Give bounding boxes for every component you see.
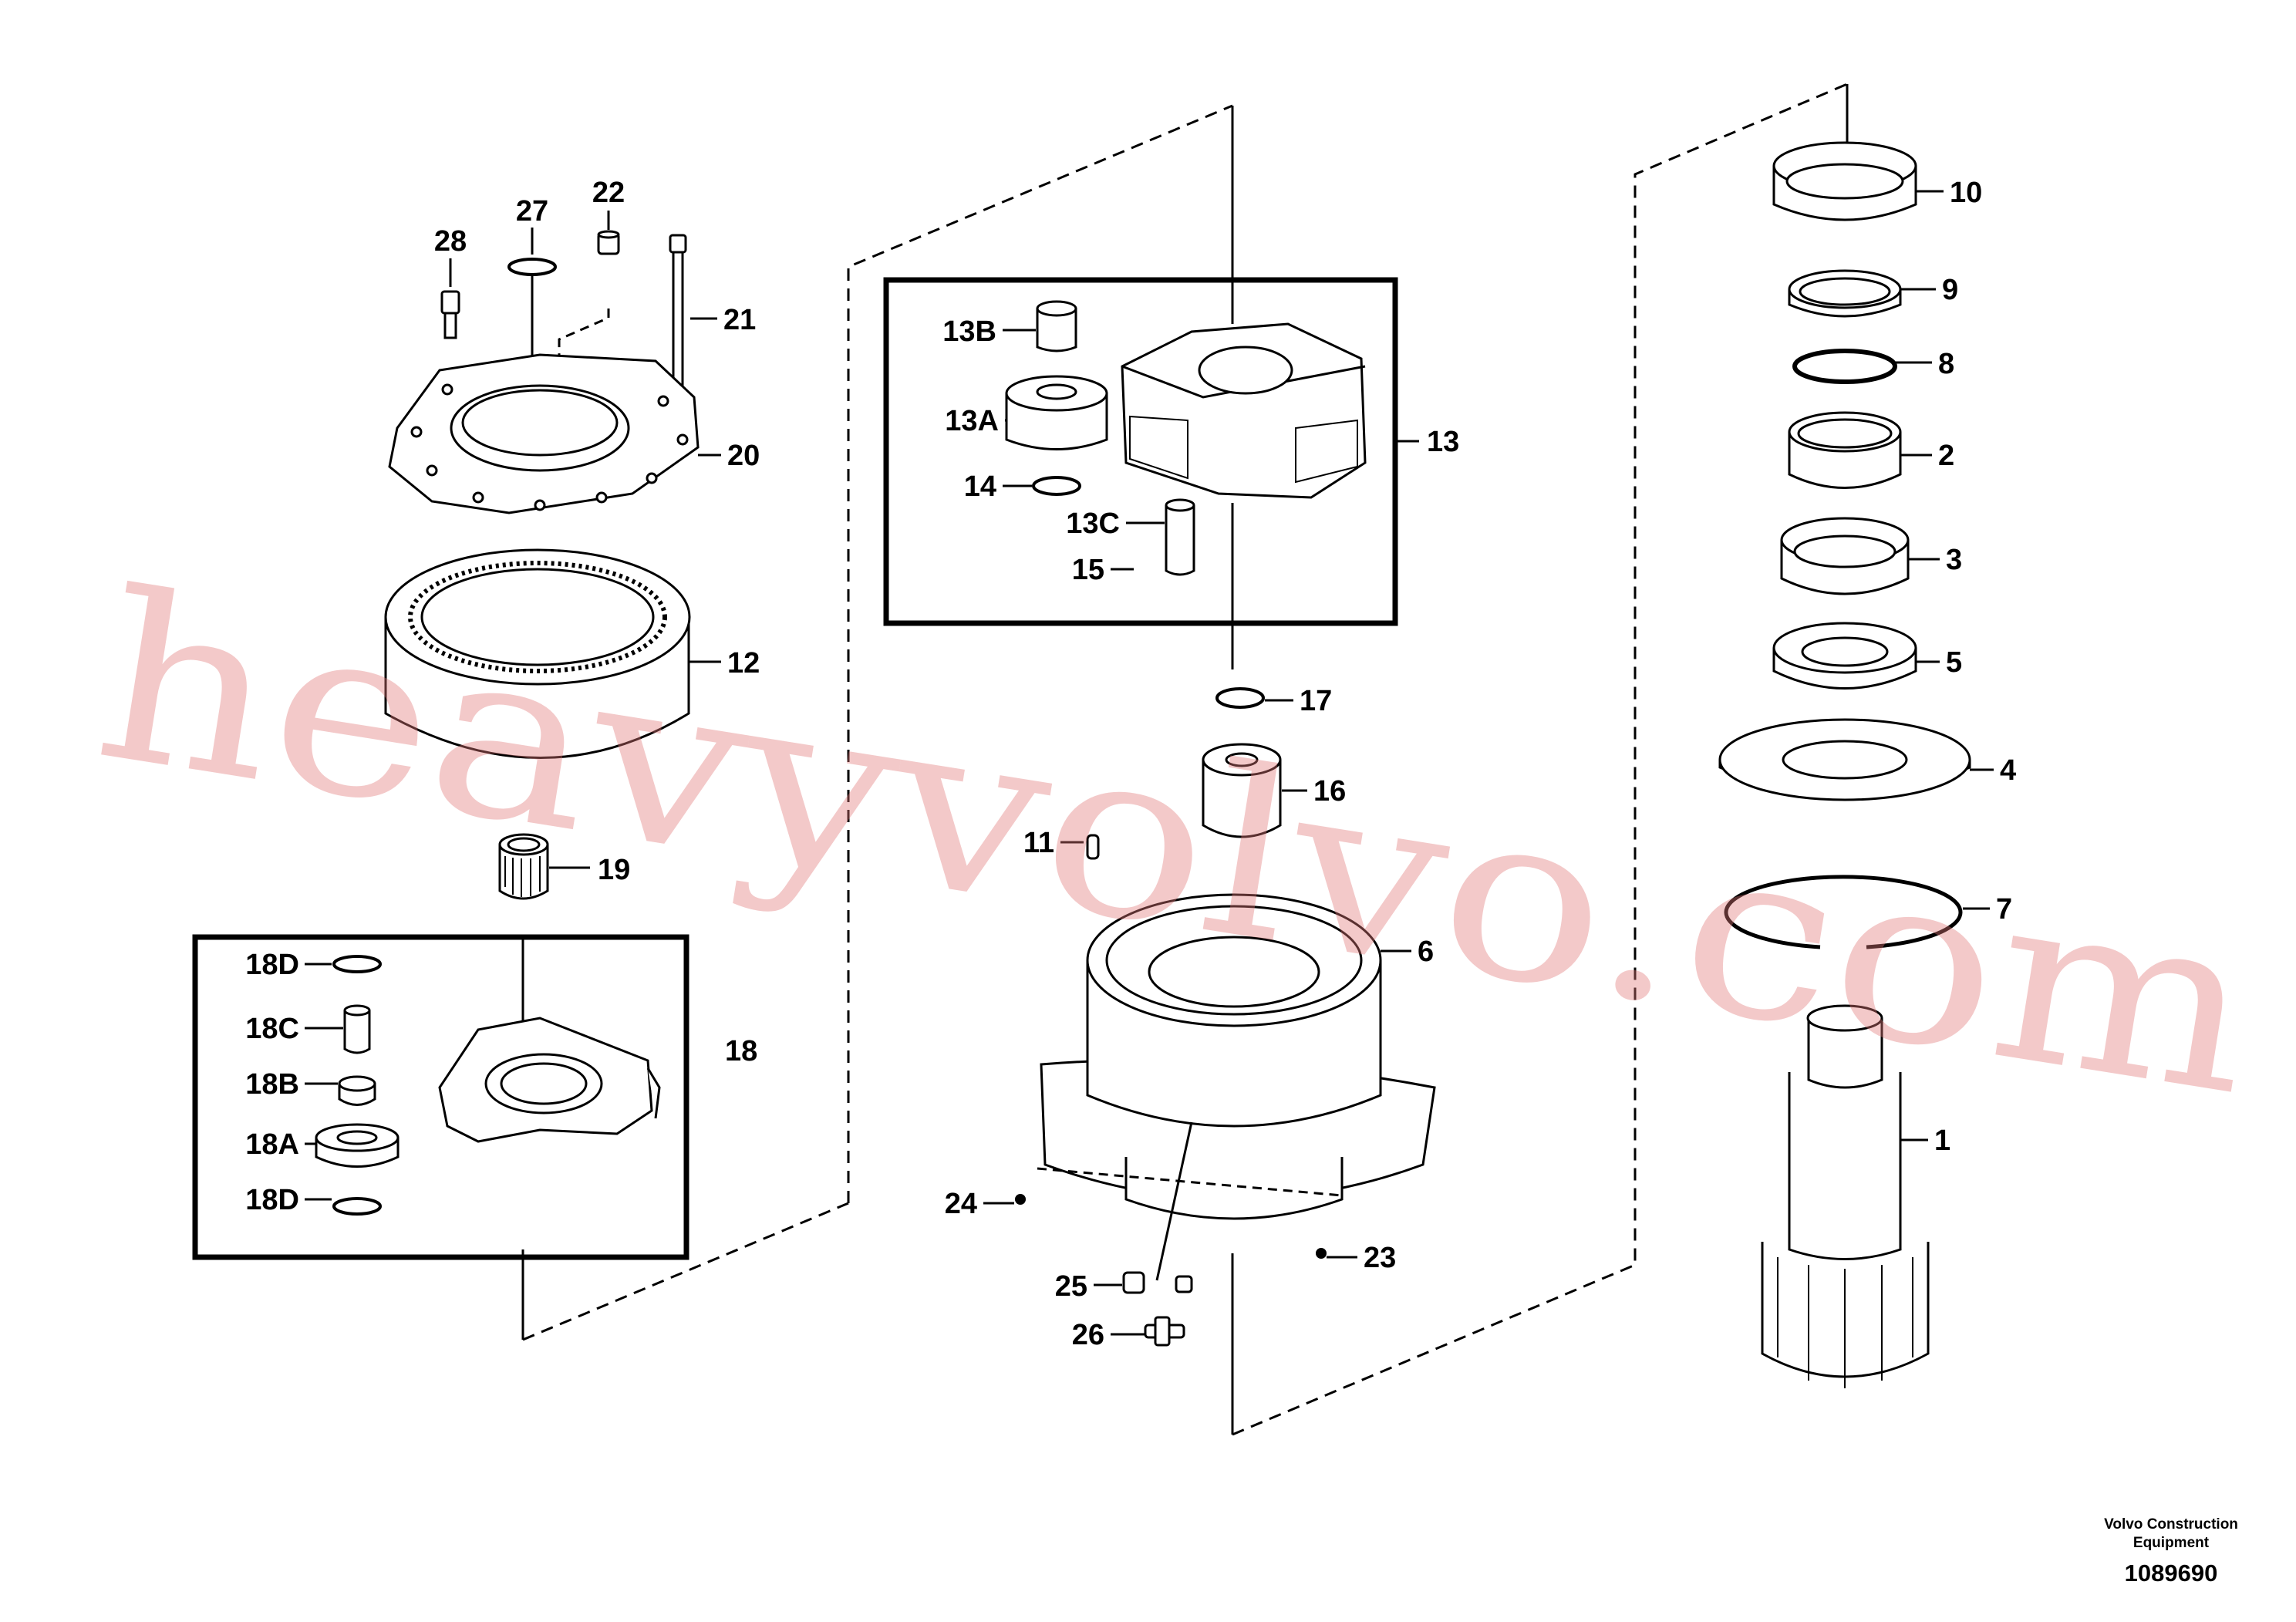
footer-company-line1: Volvo Construction [2104, 1516, 2238, 1533]
part-5-seal [1772, 622, 1917, 690]
part-26-nipple [1144, 1316, 1185, 1347]
part-28-bolt [440, 290, 460, 339]
part-1-pinion-shaft [1761, 1004, 1930, 1388]
part-25-fitting [1122, 1271, 1193, 1294]
footer-block: Volvo Construction Equipment 1089690 [2104, 1516, 2238, 1587]
callout-11: 11 [1023, 827, 1054, 859]
callout-18B: 18B [245, 1068, 299, 1101]
part-20-cover-plate [388, 353, 700, 514]
planet-gear-detail-box [192, 934, 689, 1260]
part-27-oring [507, 258, 557, 276]
callout-17: 17 [1300, 685, 1332, 717]
callout-14: 14 [964, 470, 996, 503]
callout-12: 12 [727, 647, 760, 679]
part-17-washer [1215, 687, 1265, 709]
callout-27: 27 [516, 195, 548, 228]
callout-9: 9 [1942, 274, 1958, 306]
footer-company-line2: Equipment [2133, 1535, 2210, 1551]
callout-5: 5 [1946, 646, 1962, 679]
part-10-bearing [1772, 141, 1917, 221]
part-18B-bearing [338, 1075, 376, 1106]
callout-24: 24 [945, 1188, 977, 1220]
part-19-small-gear [498, 833, 549, 900]
callout-16: 16 [1313, 775, 1346, 808]
part-8-snap-ring [1792, 349, 1897, 384]
part-11-pin [1086, 834, 1100, 860]
part-18-carrier [438, 1017, 661, 1143]
callout-10: 10 [1950, 177, 1982, 209]
callout-15: 15 [1072, 554, 1104, 586]
part-21-long-bolt [669, 234, 687, 393]
callout-18C: 18C [245, 1013, 299, 1045]
callout-2: 2 [1938, 440, 1954, 472]
part-13A-gear [1005, 375, 1108, 450]
callout-26: 26 [1072, 1319, 1104, 1351]
callout-19: 19 [598, 854, 630, 886]
group-boundaries [522, 83, 1848, 1436]
part-18C-pin [343, 1004, 371, 1054]
part-3-bearing [1780, 517, 1910, 595]
callout-labels: 28 27 22 21 20 12 19 18D 18C 18B 18A 18D… [245, 177, 2016, 1351]
callout-7: 7 [1996, 893, 2012, 926]
callout-28: 28 [434, 225, 467, 258]
axis-lines [521, 84, 1849, 1435]
callout-18: 18 [725, 1035, 757, 1067]
callout-20: 20 [727, 440, 760, 472]
part-13B-bushing [1036, 300, 1077, 352]
part-18D-washer-top [332, 955, 382, 973]
part-12-ring-gear [384, 548, 691, 759]
part-23-fitting [1316, 1248, 1327, 1259]
callout-8: 8 [1938, 348, 1954, 380]
part-13-planet-carrier [1121, 322, 1367, 499]
callout-3: 3 [1946, 544, 1962, 576]
part-9-ring [1788, 269, 1902, 318]
callout-13B: 13B [942, 315, 996, 348]
part-7-snap-ring [1724, 875, 1963, 949]
callout-22: 22 [592, 177, 625, 209]
part-24-fitting [1015, 1194, 1026, 1205]
part-14-washer [1032, 476, 1081, 496]
center-group-boundary-left [847, 104, 1233, 1203]
callout-13A: 13A [945, 405, 999, 437]
planet-carrier-detail-box [883, 277, 1398, 626]
leader-lines [305, 190, 1994, 1336]
callout-1: 1 [1934, 1125, 1950, 1157]
callout-25: 25 [1055, 1270, 1087, 1303]
callout-18A: 18A [245, 1128, 299, 1161]
callout-21: 21 [723, 304, 756, 336]
part-2-race [1788, 411, 1902, 489]
callout-6: 6 [1418, 936, 1434, 968]
part-4-plate [1718, 718, 1971, 801]
part-16-sun-gear [1202, 743, 1282, 838]
callout-18D-top: 18D [245, 949, 299, 981]
callout-13C: 13C [1066, 508, 1120, 540]
part-13C-pin [1165, 498, 1195, 576]
drawing-number: 1089690 [2125, 1560, 2218, 1587]
callout-4: 4 [2000, 754, 2016, 787]
callout-23: 23 [1364, 1242, 1396, 1274]
callout-18D-bottom: 18D [245, 1184, 299, 1216]
callout-13: 13 [1427, 426, 1459, 458]
part-22-plug [597, 230, 620, 255]
part-6-housing [1040, 893, 1436, 1220]
part-18A-planet-gear [315, 1123, 400, 1168]
part-18D-washer-bottom [332, 1197, 382, 1216]
